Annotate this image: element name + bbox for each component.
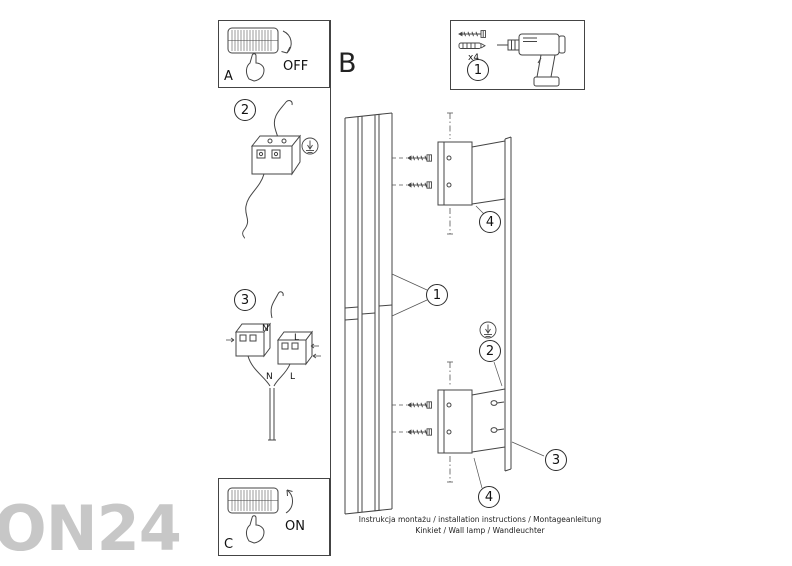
step-badge-wiring-ground: 2	[234, 99, 256, 121]
panel-a: OFF A	[218, 20, 330, 88]
rotate-arrow-icon	[286, 490, 293, 513]
panel-a-label: A	[224, 69, 233, 84]
wiring-diagram-ground	[222, 100, 330, 240]
wiring-diagram-terminals	[222, 290, 330, 450]
footer: Instrukcja montażu / installation instru…	[348, 515, 612, 536]
wire-icon	[248, 356, 290, 440]
wire-icon	[243, 174, 264, 238]
terminal-n-label: N	[262, 324, 269, 334]
installation-diagram	[328, 18, 590, 558]
connector-block-icon	[278, 332, 312, 364]
ground-symbol-icon	[302, 138, 318, 154]
step-badge-bracket-bottom: 4	[478, 486, 500, 508]
screw-count-label: x4	[468, 53, 480, 63]
wall-plug-icon	[459, 43, 485, 49]
badge-leader-lines	[392, 206, 544, 488]
switch-state-label: OFF	[283, 59, 309, 74]
lamp-panel-drawing	[345, 113, 392, 514]
step-badge-lamp: 1	[426, 284, 448, 306]
wall-profile-drawing	[505, 137, 511, 471]
watermark: ON24	[0, 492, 182, 565]
panel-c: ON C	[218, 478, 330, 556]
ground-symbol-icon	[480, 322, 496, 338]
rotate-arrow-icon	[282, 31, 292, 53]
switch-state-label: ON	[285, 519, 305, 534]
switch-on-illustration	[219, 479, 331, 557]
mounting-bracket-bottom-drawing	[438, 389, 505, 453]
wire-n-label: N	[266, 372, 273, 382]
leader-lines	[392, 158, 407, 432]
screw-icon	[459, 31, 486, 38]
tools-illustration	[451, 21, 586, 91]
panel-b-label: B	[338, 48, 357, 79]
switch-off-illustration	[219, 21, 331, 89]
panel-c-label: C	[224, 537, 234, 552]
step-badge-ground: 2	[479, 340, 501, 362]
drill-icon	[497, 34, 565, 86]
mounting-bracket-top-drawing	[438, 141, 505, 205]
connector-block-icon	[252, 136, 300, 174]
step-badge-bracket-top: 4	[479, 211, 501, 233]
column-divider	[330, 20, 331, 556]
wire-l-label: L	[290, 372, 296, 382]
step-badge-wiring-terminals: 3	[234, 289, 256, 311]
rocker-switch-icon	[228, 488, 278, 513]
hand-icon	[246, 54, 264, 81]
connector-block-icon	[236, 324, 270, 356]
hand-icon	[246, 516, 264, 543]
terminal-l-label: L	[294, 333, 300, 343]
centerline-ticks	[447, 113, 453, 482]
terminal-arrow-icon	[226, 338, 321, 358]
wire-icon	[271, 292, 283, 318]
step-badge-tools: 1	[467, 59, 489, 81]
footer-line-1: Instrukcja montażu / installation instru…	[358, 515, 602, 524]
footer-line-2: Kinkiet / Wall lamp / Wandleuchter	[415, 525, 545, 535]
rocker-switch-icon	[228, 28, 278, 53]
step-badge-connection: 3	[545, 449, 567, 471]
